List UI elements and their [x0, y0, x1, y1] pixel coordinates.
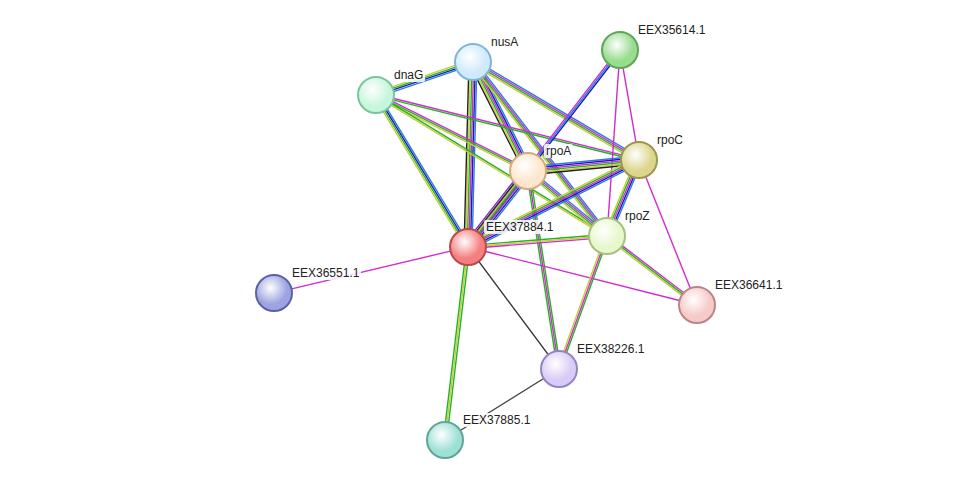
node-label: rpoA [544, 144, 573, 158]
node-label: EEX38226.1 [575, 342, 646, 356]
edge-strand [478, 261, 549, 356]
interaction-edge [620, 245, 685, 296]
node-label: rpoZ [623, 209, 652, 223]
edge-strand [485, 239, 590, 247]
edge-strand [563, 252, 599, 353]
edge-strand [392, 101, 513, 162]
edge-strand [621, 246, 684, 294]
interaction-edge [485, 251, 681, 301]
interaction-edge [445, 264, 467, 423]
protein-node: EEX36551.1 [255, 274, 293, 312]
node-label: nusA [489, 35, 520, 49]
interaction-edge [563, 252, 602, 354]
protein-node: EEX36641.1 [678, 286, 716, 324]
interaction-edge [291, 251, 452, 289]
interaction-edge [478, 261, 549, 356]
node-label: EEX35614.1 [636, 23, 707, 37]
edge-strand [392, 67, 457, 89]
edge-strand [387, 108, 461, 231]
edge-strand [487, 73, 624, 154]
interaction-edge [608, 67, 619, 219]
edge-strand [623, 67, 636, 143]
edge-strand [620, 248, 683, 296]
protein-node: rpoZ [588, 217, 626, 255]
edge-strand [542, 181, 595, 224]
protein-node: rpoC [620, 141, 658, 179]
protein-node: nusA [454, 43, 492, 81]
protein-node: EEX35614.1 [601, 31, 639, 69]
edge-strand [622, 245, 685, 293]
edge-strand [460, 378, 545, 431]
edge-strand [386, 109, 460, 232]
interaction-edge [383, 108, 461, 233]
edge-strand [391, 103, 512, 164]
interaction-edge [391, 65, 457, 92]
edge-strand [485, 251, 681, 301]
edge-strand [565, 252, 601, 353]
protein-node: rpoA [509, 152, 547, 190]
edge-strand [291, 251, 452, 289]
interaction-edge [391, 101, 514, 165]
edge-strand [445, 264, 464, 423]
node-label: EEX37884.1 [484, 220, 555, 234]
interaction-edge [477, 76, 524, 158]
edge-strand [485, 237, 590, 245]
node-label: EEX37885.1 [461, 413, 532, 427]
edge-strand [566, 253, 602, 354]
interaction-edge [485, 236, 590, 247]
node-label: rpoC [655, 133, 685, 147]
node-label: EEX36551.1 [290, 266, 361, 280]
interaction-edge [460, 378, 545, 431]
edge-strand [449, 264, 468, 423]
protein-node: EEX38226.1 [540, 350, 578, 388]
protein-node: EEX37885.1 [426, 421, 464, 459]
edge-strand [465, 79, 469, 230]
interaction-edge [623, 67, 636, 143]
node-label: EEX36641.1 [713, 278, 784, 292]
edge-strand [482, 77, 595, 224]
edge-strand [392, 68, 457, 90]
edge-strand [392, 100, 622, 157]
node-label: dnaG [392, 68, 425, 82]
protein-node: dnaG [357, 76, 395, 114]
edge-strand [608, 67, 619, 219]
edge-strand [447, 264, 466, 423]
protein-node: EEX37884.1 [449, 228, 487, 266]
edge-strand [391, 65, 456, 87]
